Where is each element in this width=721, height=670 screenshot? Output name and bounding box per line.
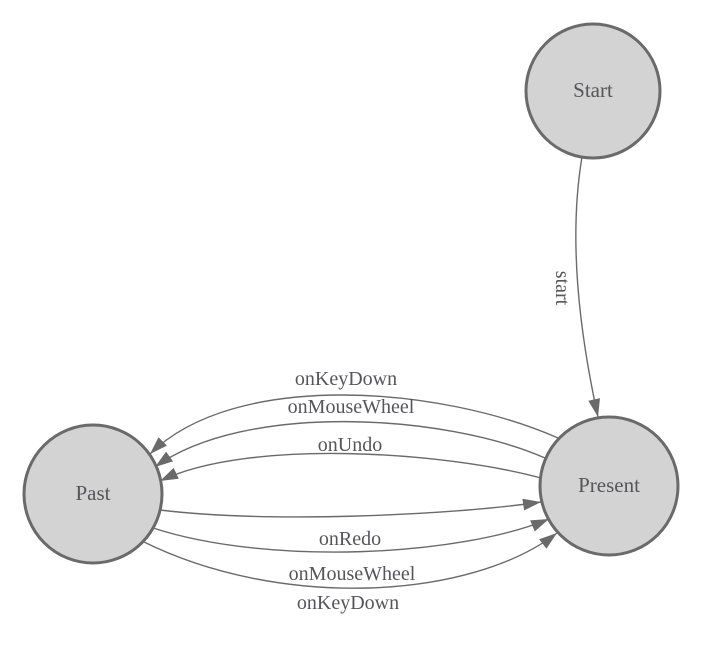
edge-present-to-past-onkeydown [149, 394, 559, 455]
edge-past-to-present-onmousewheel [152, 518, 550, 553]
node-present-circle [538, 415, 680, 557]
node-past-circle [22, 423, 164, 565]
edge-past-to-present-onredo [159, 498, 542, 518]
edge-label-onkeydown-bottom: onKeyDown [297, 592, 399, 614]
edge-present-to-past-onundo [159, 452, 542, 482]
edge-label-onkeydown-top: onKeyDown [295, 368, 397, 390]
node-start-label: Start [573, 78, 613, 102]
edge-label-start: start [551, 271, 573, 306]
node-start: Start [524, 22, 662, 160]
edge-present-to-past-onmousewheel [154, 420, 546, 468]
edge-start-to-present [575, 156, 601, 418]
node-present-label: Present [578, 473, 640, 497]
node-past: Past [22, 423, 164, 565]
node-past-label: Past [75, 481, 110, 505]
edge-past-to-present-onkeydown [141, 532, 558, 589]
edge-label-onredo: onRedo [319, 528, 381, 550]
node-present: Present [538, 415, 680, 557]
edge-label-onmousewheel-bottom: onMouseWheel [289, 563, 416, 585]
edge-label-onundo: onUndo [318, 434, 382, 456]
edge-label-onmousewheel-top: onMouseWheel [288, 396, 415, 418]
node-start-circle [524, 22, 662, 160]
